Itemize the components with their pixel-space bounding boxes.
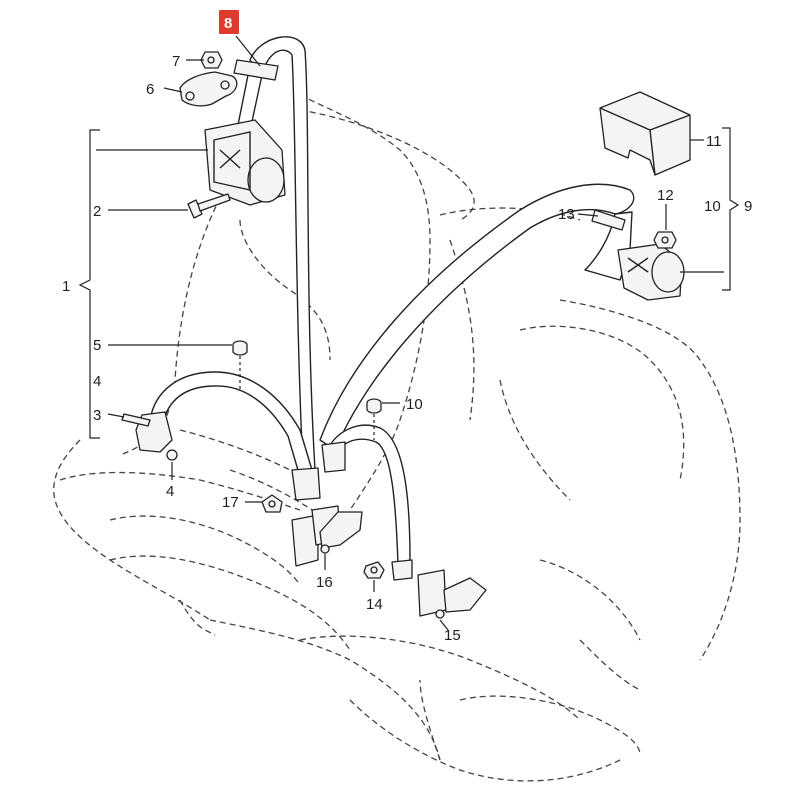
retractor-cover-11 xyxy=(599,91,691,176)
callout-9: 9 xyxy=(744,198,752,215)
callout-17: 17 xyxy=(222,494,239,511)
right-retractor xyxy=(617,243,685,301)
callout-14: 14 xyxy=(366,596,383,613)
right-lap-belt xyxy=(321,424,413,581)
left-lap-belt xyxy=(121,371,321,501)
callout-10-right: 10 xyxy=(704,198,721,215)
callout-15: 15 xyxy=(444,627,461,644)
callout-13: 13 xyxy=(558,206,575,223)
callout-7: 7 xyxy=(172,53,180,70)
bolt-2 xyxy=(187,193,231,219)
callout-5: 5 xyxy=(93,337,101,354)
spacer-5 xyxy=(232,340,248,356)
rear-seat-outline xyxy=(53,94,741,782)
highlight-box-8 xyxy=(219,10,239,34)
callout-12: 12 xyxy=(657,187,674,204)
nut-7 xyxy=(200,51,223,69)
callout-11: 11 xyxy=(706,133,722,150)
buckle-assembly-15 xyxy=(417,569,487,619)
nut-14 xyxy=(363,561,385,579)
washer-17 xyxy=(261,494,283,513)
callout-4-lower: 4 xyxy=(166,483,174,500)
callout-6: 6 xyxy=(146,81,154,98)
callout-10-mid: 10 xyxy=(406,396,423,413)
buckle-assembly-16 xyxy=(291,505,363,567)
callout-8: 8 xyxy=(224,15,232,32)
spacer-10 xyxy=(366,398,382,414)
bracket-lines xyxy=(78,127,740,439)
anchor-bracket-6 xyxy=(179,71,238,107)
nut-12 xyxy=(653,231,677,249)
callout-2: 2 xyxy=(93,203,101,220)
callout-4-upper: 4 xyxy=(93,373,101,390)
leader-lines xyxy=(96,35,724,631)
callout-labels: 1 2 3 4 4 5 6 7 8 9 10 10 11 12 13 14 15… xyxy=(62,15,752,644)
left-retractor xyxy=(204,119,286,206)
callout-3: 3 xyxy=(93,407,101,424)
callout-1: 1 xyxy=(62,278,70,295)
callout-16: 16 xyxy=(316,574,333,591)
